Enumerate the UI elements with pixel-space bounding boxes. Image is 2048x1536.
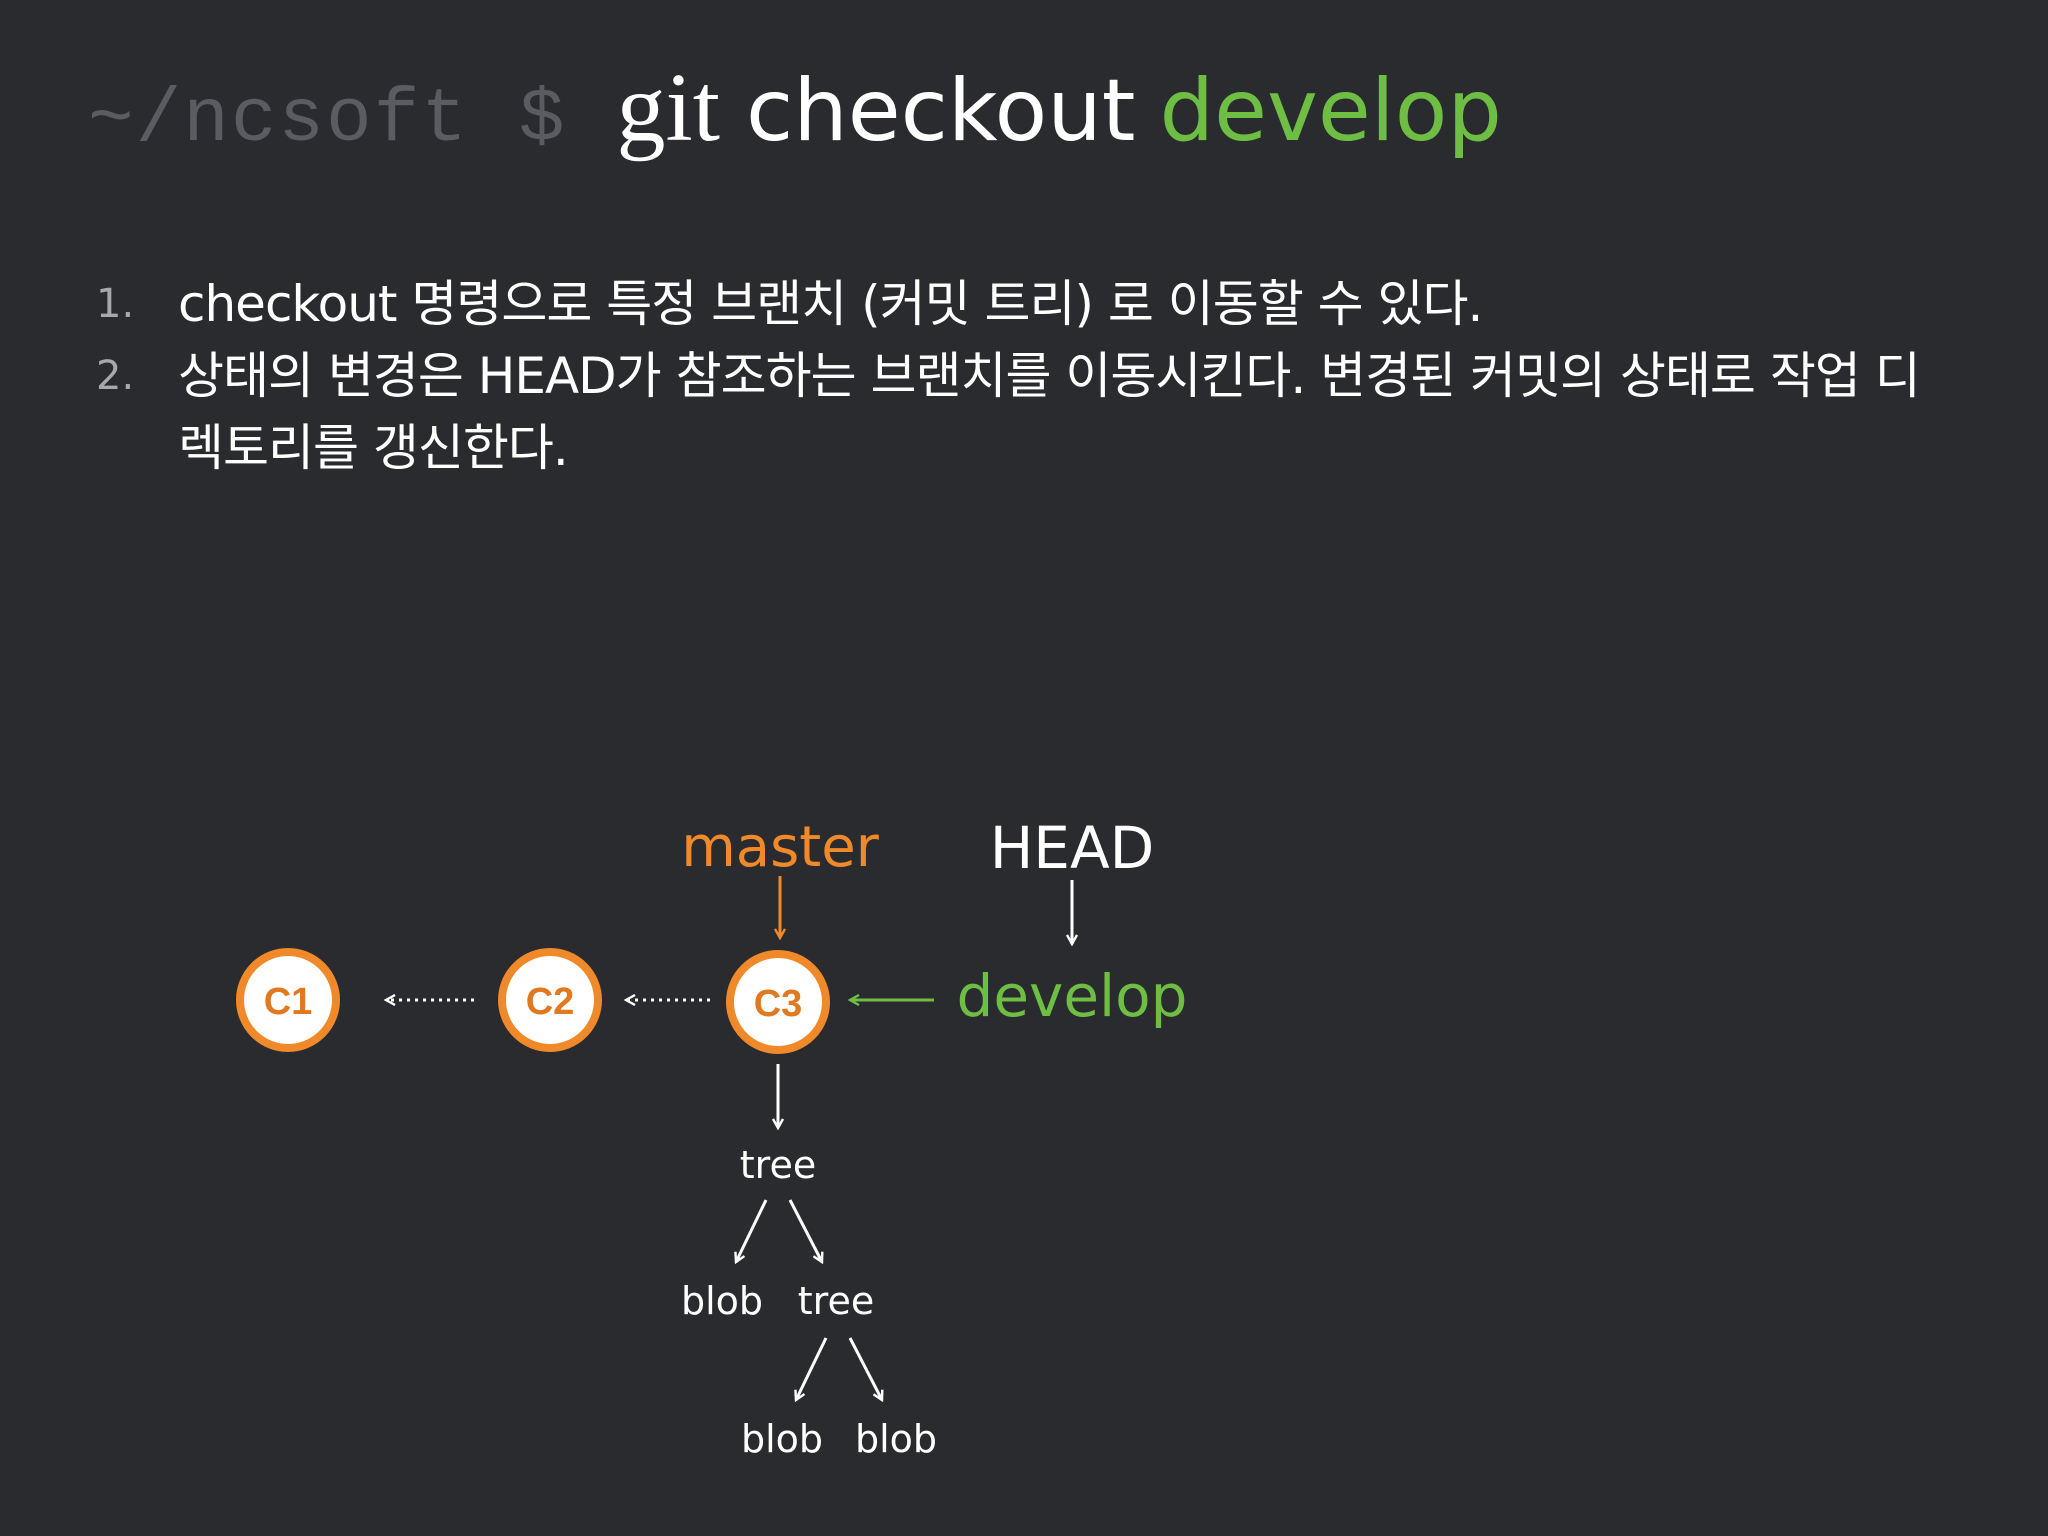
commit-node-c2: C2 [498,948,602,1052]
note-item: 2. 상태의 변경은 HEAD가 참조하는 브랜치를 이동시킨다. 변경된 커밋… [96,340,1956,484]
blob-left-label: blob [681,1279,763,1323]
command-branch: develop [1159,61,1502,161]
note-text: checkout 명령으로 특정 브랜치 (커밋 트리) 로 이동할 수 있다. [178,275,1483,333]
note-item: 1. checkout 명령으로 특정 브랜치 (커밋 트리) 로 이동할 수 … [96,268,1956,340]
tree-blob-arrow [736,1199,768,1262]
subtree-blob-left-label: blob [741,1417,823,1461]
shell-prompt-dollar: $ [518,77,565,163]
subtree-blob-right-arrow [848,1337,882,1400]
note-number: 1. [96,281,135,327]
commit-label-c1: C1 [264,981,313,1023]
note-text: 상태의 변경은 HEAD가 참조하는 브랜치를 이동시킨다. 변경된 커밋의 상… [178,347,1921,477]
command-subcommand: checkout [745,61,1136,161]
tree-subtree-arrow [788,1199,822,1262]
subtree-label: tree [798,1279,874,1323]
command-git: git [616,54,720,162]
subtree-blob-left-arrow [796,1337,828,1400]
commit-node-c1: C1 [236,948,340,1052]
shell-prompt-path: ~/ncsoft [88,77,469,163]
branch-label-master: master [681,815,879,880]
commit-label-c2: C2 [526,981,575,1023]
command-line: ~/ncsoft $ git checkout develop [88,52,1502,182]
branch-label-develop: develop [957,962,1188,1030]
head-label: HEAD [990,814,1155,882]
tree-root-label: tree [740,1143,816,1187]
subtree-blob-right-label: blob [855,1417,937,1461]
notes-list: 1. checkout 명령으로 특정 브랜치 (커밋 트리) 로 이동할 수 … [96,268,1956,484]
commit-node-c3: C3 [726,950,830,1054]
commit-label-c3: C3 [754,983,803,1025]
note-number: 2. [96,353,135,399]
